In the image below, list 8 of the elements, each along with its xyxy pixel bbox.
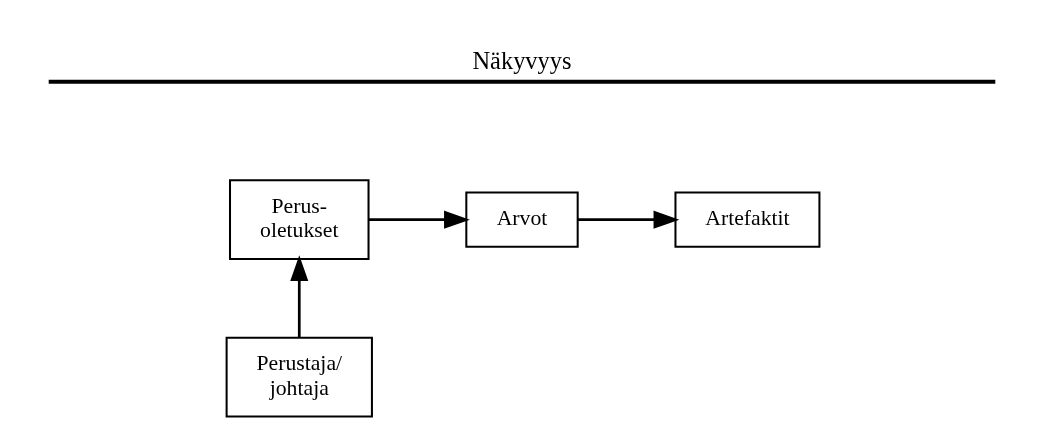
arrow bbox=[577, 210, 680, 229]
node-box: Arvot bbox=[465, 190, 579, 248]
arrow bbox=[368, 210, 470, 229]
node-box: Perus- oletukset bbox=[229, 178, 370, 260]
node-box: Perustaja/ johtaja bbox=[225, 336, 373, 418]
arrow bbox=[290, 254, 309, 338]
label: Näkyvyys bbox=[472, 46, 572, 74]
node-box: Artefaktit bbox=[674, 190, 821, 248]
